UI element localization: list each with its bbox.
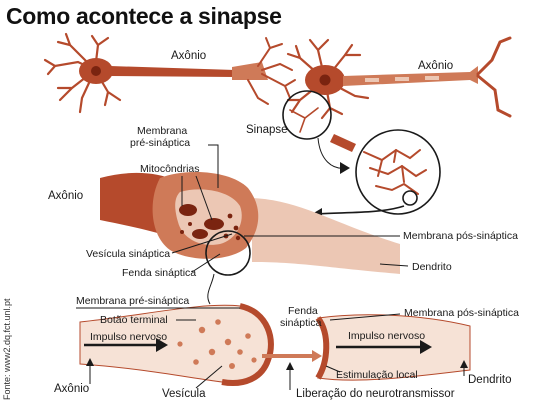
label-vesicle: Vesícula [162,388,206,400]
left-neuron [43,32,235,114]
diagram-title: Como acontece a sinapse [6,3,282,29]
synapse-magnified [330,129,441,215]
label-cleft-line2: sináptica [280,317,322,329]
zoom-arrows [312,137,405,220]
middle-synapse [100,172,400,305]
label-synapse: Sinapse [246,124,288,136]
label-axon-left: Axônio [171,50,206,62]
label-presynaptic-membrane-top: Membrana [137,125,187,137]
label-dendrite-bottom: Dendrito [468,374,511,386]
label-presynaptic-membrane-bottom-panel: Membrana pré-sináptica [76,295,189,307]
label-dendrite-middle: Dendrito [412,261,452,273]
source-credit: Fonte: www2.dq.fct.unl.pt [2,298,12,400]
middle-labels: Membrana pré-sináptica Mitocôndrias Axôn… [48,125,518,279]
bottom-labels: Membrana pré-sináptica Botão terminal Im… [54,295,519,400]
label-nerve-impulse-right: Impulso nervoso [348,330,425,342]
top-neuron-chain: Axônio Axônio Sinapse [43,32,512,140]
bottom-synapse [79,303,471,386]
label-synaptic-vesicle: Vesícula sináptica [86,248,170,260]
label-axon-bottom: Axônio [54,383,89,395]
synapse-zoom-ring [282,90,332,140]
label-terminal-button: Botão terminal [100,314,168,326]
label-presynaptic-membrane-bottom: pré-sináptica [130,137,190,149]
label-local-stimulation: Estimulação local [336,369,418,381]
label-synaptic-cleft: Fenda sináptica [122,267,196,279]
label-mitochondria: Mitocôndrias [140,163,200,175]
axon-terminals [232,37,296,105]
label-axon-middle: Axônio [48,190,83,202]
right-neuron [286,36,512,120]
label-axon-right: Axônio [418,60,453,72]
label-neurotransmitter-release: Liberação do neurotransmissor [296,388,455,400]
label-postsynaptic-membrane-bottom-panel: Membrana pós-sináptica [404,307,519,319]
label-nerve-impulse-left: Impulso nervoso [90,331,167,343]
label-postsynaptic-membrane: Membrana pós-sináptica [403,230,518,242]
label-cleft-line1: Fenda [288,305,318,317]
